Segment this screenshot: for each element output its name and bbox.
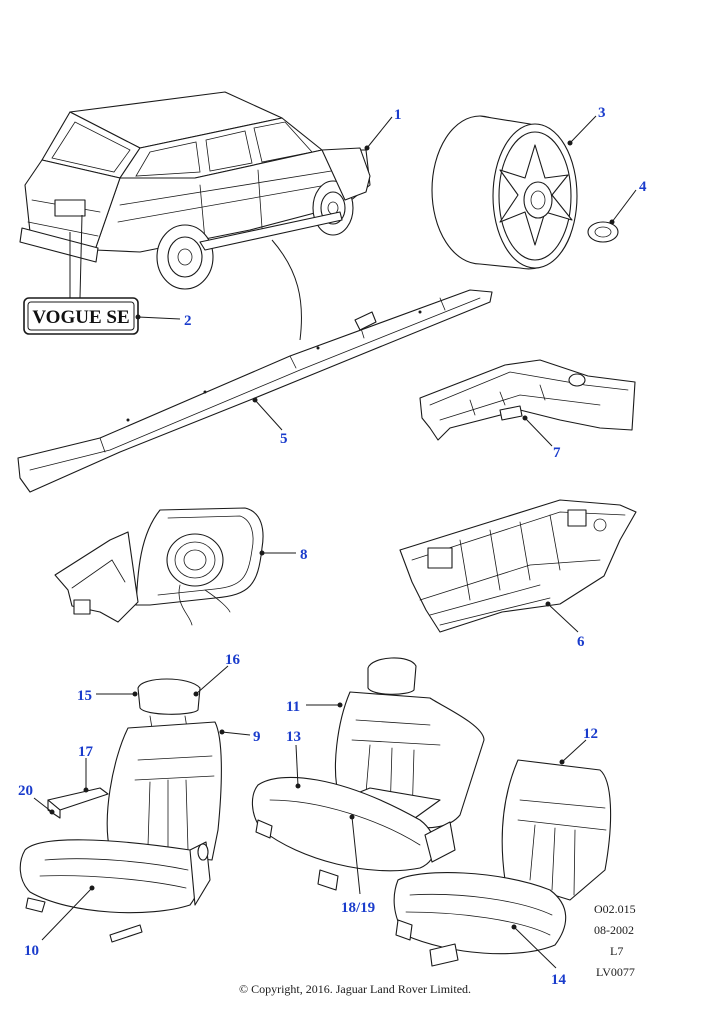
callout-12: 12 [583, 726, 598, 742]
callout-1: 1 [394, 107, 402, 123]
callout-5: 5 [280, 431, 288, 447]
wheel-illustration [431, 115, 578, 270]
fuel-filler-housing-illustration [54, 507, 264, 626]
callout-13: 13 [286, 729, 301, 745]
callout-8: 8 [300, 547, 308, 563]
callout-17: 17 [78, 744, 94, 760]
rear-seat-illustration [251, 657, 485, 891]
callout-18-19: 18/19 [341, 900, 375, 916]
sill-panel-illustration [17, 289, 493, 493]
reference-id: LV0077 [596, 965, 635, 979]
copyright-notice: © Copyright, 2016. Jaguar Land Rover Lim… [238, 982, 472, 996]
badge-label: VOGUE SE [32, 307, 129, 328]
reference-date: 08-2002 [594, 923, 634, 937]
callout-9: 9 [253, 729, 261, 745]
bumper-armature-illustration [399, 499, 637, 633]
callout-20: 20 [18, 783, 33, 799]
callout-7: 7 [553, 445, 561, 461]
leader-lines [33, 115, 637, 969]
reference-code: O02.015 [594, 902, 636, 916]
callout-11: 11 [286, 699, 300, 715]
callout-10: 10 [24, 943, 39, 959]
callout-4: 4 [639, 179, 647, 195]
callout-3: 3 [598, 105, 606, 121]
callout-2: 2 [184, 313, 192, 329]
vogue-se-badge: VOGUE SE [23, 297, 139, 335]
callout-6: 6 [577, 634, 585, 650]
front-seat-illustration [19, 678, 222, 943]
callout-14: 14 [551, 972, 567, 988]
callout-labels: 1 2 3 4 5 6 7 8 9 10 11 12 13 14 15 16 1… [18, 105, 647, 988]
callout-16: 16 [225, 652, 241, 668]
front-seat-alt-illustration [393, 759, 612, 967]
vehicle-illustration [19, 91, 371, 290]
callout-15: 15 [77, 688, 92, 704]
bracket-illustration [419, 359, 636, 441]
centre-cap-illustration [587, 221, 619, 243]
reference-sheet: L7 [610, 944, 624, 958]
